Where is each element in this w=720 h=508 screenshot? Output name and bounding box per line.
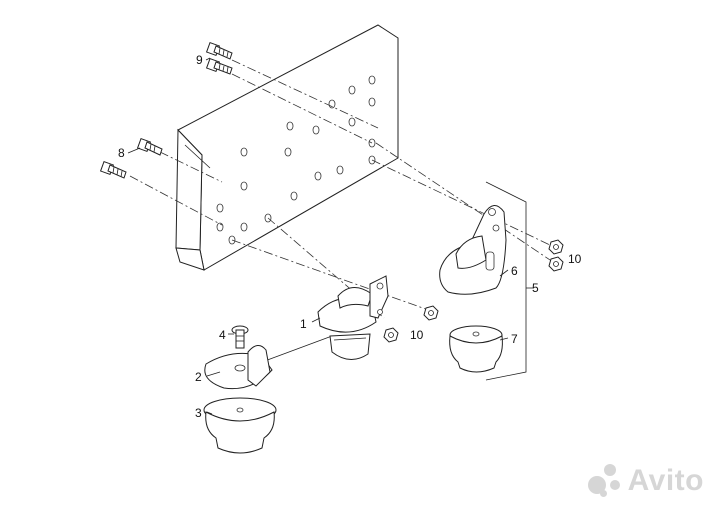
callout-9: 9 [196, 53, 203, 67]
nut-10-left [383, 327, 399, 343]
bolt-9-upper [205, 41, 233, 60]
rubber-mount-7 [449, 325, 503, 373]
leader-lines [127, 57, 509, 415]
bracket-2 [204, 345, 273, 390]
callout-7: 7 [511, 332, 518, 346]
plate-holes [216, 75, 376, 245]
avito-logo-icon [587, 464, 622, 498]
mounting-plate [175, 24, 399, 271]
bolt-8-lower [99, 160, 127, 179]
callout-1: 1 [300, 317, 307, 331]
callout-labels: 1 2 3 4 5 6 7 8 9 10 10 [118, 53, 582, 420]
callout-2: 2 [195, 370, 202, 384]
assembly-5-bracket [485, 181, 534, 381]
callout-10-right: 10 [568, 252, 582, 266]
nut-10-center [423, 305, 439, 321]
callout-3: 3 [195, 406, 202, 420]
rubber-mount-3 [203, 397, 277, 454]
bolt-9-lower [205, 57, 233, 75]
engine-mount-1 [317, 275, 389, 360]
bracket-6 [439, 205, 507, 295]
assembly-centerlines [129, 59, 557, 363]
avito-watermark-text: Avito [627, 464, 704, 497]
callout-5: 5 [532, 281, 539, 295]
bolt-8-upper [136, 137, 163, 156]
callout-4: 4 [219, 328, 226, 342]
nut-10-lower-right [548, 256, 564, 272]
bolt-4 [231, 325, 249, 349]
callout-10-center: 10 [410, 328, 424, 342]
callout-8: 8 [118, 146, 125, 160]
callout-6: 6 [511, 264, 518, 278]
avito-watermark: Avito [587, 464, 704, 498]
nut-10-upper-right [548, 239, 564, 255]
